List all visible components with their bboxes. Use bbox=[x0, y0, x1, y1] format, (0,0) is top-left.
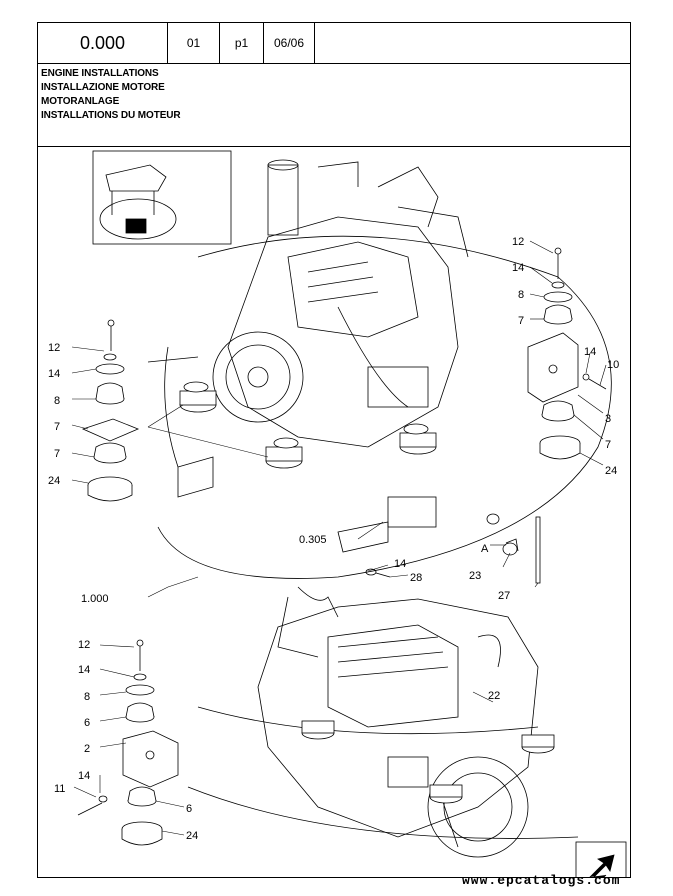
ref-number: 0.000 bbox=[38, 23, 168, 63]
watermark-text: www.epcatalogs.com bbox=[462, 873, 621, 888]
callout-label: 12 bbox=[512, 236, 524, 248]
upper-engine-assembly bbox=[147, 159, 469, 448]
inset-thumbnail bbox=[92, 150, 232, 245]
right-mount-stack bbox=[527, 247, 607, 460]
callout-label: A bbox=[481, 543, 489, 555]
callout-label: 24 bbox=[605, 465, 617, 477]
callout-label: 10 bbox=[607, 359, 619, 371]
turntable-outline bbox=[157, 235, 612, 579]
callout-label: 14 bbox=[78, 770, 90, 782]
bottom-mount-stack bbox=[77, 639, 179, 846]
callout-label: 14 bbox=[394, 558, 406, 570]
callout-label: 3 bbox=[605, 413, 611, 425]
callout-label: 27 bbox=[498, 590, 510, 602]
callout-label: 22 bbox=[488, 690, 500, 702]
view-arrow-icon bbox=[589, 854, 615, 877]
callout-label: 12 bbox=[78, 639, 90, 651]
callout-label: 7 bbox=[518, 315, 524, 327]
callout-label: 14 bbox=[78, 664, 90, 676]
callout-label: 24 bbox=[186, 830, 198, 842]
callout-label: 2 bbox=[84, 743, 90, 755]
title-en: ENGINE INSTALLATIONS bbox=[41, 68, 159, 79]
exploded-parts-diagram: 12 14 8 7 7 24 12 14 8 7 14 10 3 7 24 0.… bbox=[38, 147, 630, 877]
lower-mount-group bbox=[301, 720, 555, 804]
callout-label: 0.305 bbox=[299, 534, 327, 546]
title-fr: INSTALLATIONS DU MOTEUR bbox=[41, 110, 181, 121]
callout-label: 23 bbox=[469, 570, 481, 582]
title-it: INSTALLAZIONE MOTORE bbox=[41, 82, 165, 93]
callout-label: 8 bbox=[518, 289, 524, 301]
callout-label: 6 bbox=[84, 717, 90, 729]
title-de: MOTORANLAGE bbox=[41, 96, 120, 107]
callout-label: 11 bbox=[54, 783, 65, 795]
upper-mount-group bbox=[179, 381, 437, 469]
section-number: 01 bbox=[168, 23, 220, 63]
callout-label: 8 bbox=[84, 691, 90, 703]
header-row: 0.000 01 p1 06/06 bbox=[38, 23, 630, 64]
callout-label: 7 bbox=[605, 439, 611, 451]
callout-label: 12 bbox=[48, 342, 60, 354]
page-number: p1 bbox=[220, 23, 264, 63]
callout-label: 14 bbox=[584, 346, 596, 358]
parts-drawing: 12 14 8 7 7 24 12 14 8 7 14 10 3 7 24 0.… bbox=[48, 150, 627, 877]
callout-label: 14 bbox=[512, 262, 524, 274]
callout-label: 6 bbox=[186, 803, 192, 815]
lower-engine-assembly bbox=[187, 586, 579, 858]
left-mount-stack bbox=[81, 319, 140, 502]
callout-label: 14 bbox=[48, 368, 60, 380]
view-arrow-box bbox=[575, 841, 627, 877]
callout-label: 24 bbox=[48, 475, 60, 487]
callout-label: 8 bbox=[54, 395, 60, 407]
callout-label: 1.000 bbox=[81, 593, 109, 605]
title-block: ENGINE INSTALLATIONS INSTALLAZIONE MOTOR… bbox=[38, 64, 630, 147]
drawing-frame: 0.000 01 p1 06/06 ENGINE INSTALLATIONS I… bbox=[37, 22, 631, 878]
callout-label: 7 bbox=[54, 421, 60, 433]
callout-label: 28 bbox=[410, 572, 422, 584]
callout-label: 7 bbox=[54, 448, 60, 460]
revision-date: 06/06 bbox=[264, 23, 315, 63]
